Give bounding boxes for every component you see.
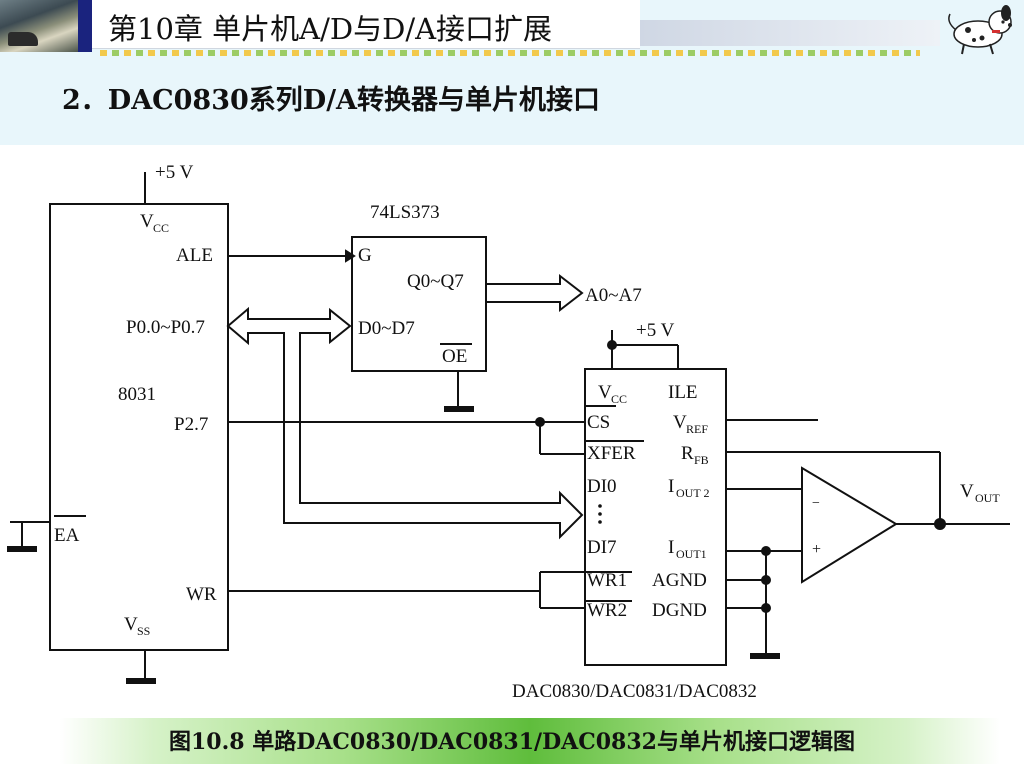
dac-iout2-label: I <box>668 476 674 497</box>
dac-wr1-label: WR1 <box>587 570 627 591</box>
mcu-8031-block <box>7 172 229 684</box>
dac-dgnd-label: DGND <box>652 600 707 621</box>
mcu-port0-label: P0.0~P0.7 <box>126 317 205 338</box>
latch-oe-label: OE <box>442 346 467 367</box>
opamp-plus-label: + <box>812 541 821 558</box>
mcu-ale-label: ALE <box>176 245 213 266</box>
title-box <box>92 0 640 49</box>
vout-label: V <box>960 481 974 502</box>
dac-chip-label: DAC0830/DAC0831/DAC0832 <box>512 681 757 702</box>
vout-sub: OUT <box>975 491 1000 505</box>
decorative-dot-strip <box>100 50 920 56</box>
dac0830-block <box>228 330 941 666</box>
mcu-vcc-label: V <box>140 211 154 232</box>
address-bus-arrow <box>486 273 584 313</box>
dac-rfb-label: R <box>681 443 694 464</box>
section-heading: 2．DAC0830系列D/A转换器与单片机接口 <box>62 85 601 116</box>
mcu-p27-label: P2.7 <box>174 414 208 435</box>
latch-q-label: Q0~Q7 <box>407 271 464 292</box>
dac-agnd-label: AGND <box>652 570 707 591</box>
excavator-photo-icon <box>0 0 78 52</box>
latch-g-label: G <box>358 245 372 266</box>
dac-vref-sub: REF <box>686 422 708 436</box>
chapter-title: 第10章 单片机A/D与D/A接口扩展 <box>108 12 553 46</box>
mcu-vss-label: V <box>124 614 138 635</box>
opamp-minus-label: − <box>812 496 820 511</box>
dac-wr2-label: WR2 <box>587 600 627 621</box>
dac-vcc-sub: CC <box>611 392 627 406</box>
data-bus-arrow <box>226 306 584 540</box>
dac-di7-label: DI7 <box>587 537 617 558</box>
dac-supply-label: +5 V <box>636 320 675 341</box>
latch-d-label: D0~D7 <box>358 318 415 339</box>
dac-bus-dot <box>598 504 602 508</box>
figure-caption: 图10.8 单路DAC0830/DAC0831/DAC0832与单片机接口逻辑图 <box>169 729 855 755</box>
interface-circuit-diagram: +5 V V CC ALE P0.0~P0.7 8031 P2.7 EA WR … <box>7 162 1010 702</box>
caption-band <box>60 718 1000 764</box>
latch-74ls373-block <box>228 236 487 412</box>
dac-iout1-sub: OUT1 <box>676 547 707 561</box>
dalmatian-dog-icon <box>948 5 1012 55</box>
mcu-vss-sub: SS <box>137 624 150 638</box>
title-fade-bar <box>640 20 940 46</box>
mcu-wr-label: WR <box>186 584 217 605</box>
mcu-vcc-sub: CC <box>153 221 169 235</box>
dac-rfb-sub: FB <box>694 453 709 467</box>
opamp-symbol <box>801 452 1010 584</box>
mcu-vcc-supply-label: +5 V <box>155 162 194 183</box>
dac-vref-label: V <box>673 412 687 433</box>
dac-bus-dot <box>598 520 602 524</box>
address-bus-label: A0~A7 <box>585 285 642 306</box>
dac-di0-label: DI0 <box>587 476 617 497</box>
title-accent-bar <box>78 0 92 52</box>
latch-chip-label: 74LS373 <box>370 202 440 223</box>
dac-vcc-label: V <box>598 382 612 403</box>
dac-iout1-label: I <box>668 537 674 558</box>
mcu-chip-label: 8031 <box>118 384 156 405</box>
mcu-ea-label: EA <box>54 525 80 546</box>
dac-bus-dot <box>598 512 602 516</box>
dac-cs-label: CS <box>587 412 610 433</box>
dac-ile-label: ILE <box>668 382 698 403</box>
dac-iout2-sub: OUT 2 <box>676 486 709 500</box>
dac-xfer-label: XFER <box>587 443 636 464</box>
